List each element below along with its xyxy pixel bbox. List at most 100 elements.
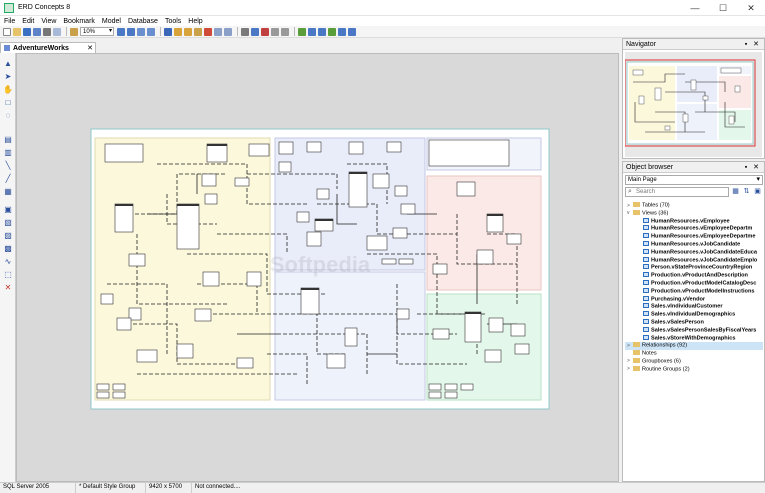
tree-view-item[interactable]: HumanResources.vEmployee	[625, 217, 763, 226]
open-icon[interactable]	[13, 27, 21, 36]
tree-view-item[interactable]: HumanResources.vEmployeeDepartme	[625, 233, 763, 241]
expand-icon[interactable]: >	[627, 358, 630, 365]
menu-file[interactable]: File	[4, 17, 16, 25]
search-input[interactable]: ⌕ Search	[625, 187, 729, 197]
tree-view-item[interactable]: HumanResources.vJobCandidate	[625, 240, 763, 249]
zoom-in-icon[interactable]	[117, 27, 125, 36]
tree-view-item[interactable]: Production.vProductModelInstructions	[625, 287, 763, 296]
tree-view-item[interactable]: Sales.vIndividualCustomer	[625, 303, 763, 311]
disconnect-icon[interactable]	[348, 27, 356, 36]
new-icon[interactable]	[3, 27, 11, 36]
snap-icon[interactable]	[224, 27, 232, 36]
filter-icon[interactable]: ▦	[732, 188, 739, 195]
zoom-out-icon[interactable]	[127, 27, 135, 36]
sql-icon[interactable]	[271, 27, 279, 36]
menu-edit[interactable]: Edit	[22, 17, 35, 25]
table-tool-icon[interactable]: ▤	[4, 135, 12, 144]
menu-tools[interactable]: Tools	[164, 17, 182, 25]
watermark-text: Softpedia	[270, 252, 371, 277]
script-icon[interactable]	[281, 27, 289, 36]
tab-close-icon[interactable]: ✕	[87, 45, 93, 52]
sort-icon[interactable]: ⇅	[743, 188, 750, 195]
lasso-tool-icon[interactable]: ◌	[5, 111, 11, 120]
connect-icon[interactable]	[338, 27, 346, 36]
navigator-controls[interactable]: ▪ ✕	[744, 41, 761, 48]
image-tool-icon[interactable]: ▩	[4, 244, 12, 253]
print-preview-icon[interactable]	[53, 27, 61, 36]
options-icon[interactable]: ▣	[754, 188, 761, 195]
collapse-icon[interactable]: v	[627, 210, 630, 217]
close-button[interactable]: ✕	[747, 2, 755, 13]
menu-view[interactable]: View	[41, 17, 57, 25]
navigator-viewport[interactable]	[624, 59, 756, 147]
tree-node-routine-groups[interactable]: >Routine Groups (2)	[627, 365, 690, 373]
expand-icon[interactable]: >	[627, 342, 630, 349]
note-tool-icon[interactable]: ▦	[4, 187, 12, 196]
tree-view-item[interactable]: HumanResources.vJobCandidateEmplo	[625, 256, 763, 265]
maximize-button[interactable]: ☐	[718, 2, 728, 13]
minimize-button[interactable]: —	[690, 3, 700, 13]
tree-view-item[interactable]: HumanResources.vEmployeeDepartm	[625, 225, 763, 233]
tree-node-groupboxes[interactable]: >Groupboxes (6)	[627, 357, 681, 365]
tree-view-item[interactable]: Sales.vSalesPerson	[625, 318, 763, 327]
report-icon[interactable]	[308, 27, 316, 36]
tree-node-relationships[interactable]: >Relationships (92)	[625, 342, 763, 351]
print-icon[interactable]	[43, 27, 51, 36]
menu-model[interactable]: Model	[101, 17, 121, 25]
menu-bookmark[interactable]: Bookmark	[63, 17, 95, 25]
zoom-fit-icon[interactable]	[137, 27, 145, 36]
save-all-icon[interactable]	[33, 27, 41, 36]
rectangle-tool-icon[interactable]: □	[5, 98, 11, 107]
line-tool-icon[interactable]: ∿	[4, 257, 12, 266]
routine-tool-icon[interactable]: ▧	[4, 218, 12, 227]
tree-view-item[interactable]: Sales.vStoreWithDemographics	[625, 334, 763, 343]
group-icon[interactable]	[184, 27, 192, 36]
hand-icon[interactable]	[70, 27, 78, 36]
grid-icon[interactable]	[214, 27, 222, 36]
export-icon[interactable]	[318, 27, 326, 36]
navigator-preview[interactable]	[624, 52, 762, 157]
document-tab[interactable]: AdventureWorks ✕	[0, 42, 96, 53]
tree-view-item[interactable]: Production.vProductModelCatalogDesc	[625, 279, 763, 288]
reverse-engineer-icon[interactable]	[251, 27, 259, 36]
validate-icon[interactable]	[298, 27, 306, 36]
menu-database[interactable]: Database	[127, 17, 158, 25]
tree-node-tables[interactable]: >Tables (70)	[627, 202, 670, 209]
refresh-icon[interactable]	[204, 27, 212, 36]
tree-view-item[interactable]: Sales.vIndividualDemographics	[625, 311, 763, 319]
tree-node-notes[interactable]: Notes	[625, 350, 763, 358]
tree-view-item[interactable]: Sales.vSalesPersonSalesByFiscalYears	[625, 326, 763, 335]
expand-icon[interactable]: >	[627, 202, 630, 209]
frame-tool-icon[interactable]: ⬚	[4, 270, 12, 279]
domain-tool-icon[interactable]: ▨	[4, 231, 12, 240]
compare-icon[interactable]	[261, 27, 269, 36]
save-icon[interactable]	[23, 27, 31, 36]
import-icon[interactable]	[328, 27, 336, 36]
view-tool-icon[interactable]: ▥	[4, 148, 12, 157]
hand-tool-icon[interactable]: ✋	[3, 85, 13, 94]
identifying-rel-tool-icon[interactable]: ╱	[5, 174, 11, 183]
pointer-tool-icon[interactable]: ➤	[4, 72, 12, 81]
pointer-icon[interactable]: ▲	[4, 59, 12, 68]
delete-tool-icon[interactable]: ✕	[4, 283, 12, 292]
relationship-tool-icon[interactable]: ╲	[5, 161, 11, 170]
tree-view-item[interactable]: Person.vStateProvinceCountryRegion	[625, 264, 763, 272]
zoom-select[interactable]: 10%	[80, 27, 114, 36]
object-browser-controls[interactable]: ▪ ✕	[744, 164, 761, 171]
scope-select[interactable]: Main Page	[625, 175, 763, 185]
zoom-actual-icon[interactable]	[147, 27, 155, 36]
arrange-icon[interactable]	[174, 27, 182, 36]
status-size: 9420 x 5700	[146, 482, 192, 493]
expand-icon[interactable]: >	[627, 366, 630, 373]
diagram-canvas[interactable]: Softpedia	[16, 53, 619, 482]
forward-engineer-icon[interactable]	[241, 27, 249, 36]
tree-view-item[interactable]: HumanResources.vJobCandidateEduca	[625, 248, 763, 257]
view-icon	[643, 272, 649, 278]
layout-icon[interactable]	[194, 27, 202, 36]
tree-view-item[interactable]: Purchasing.vVendor	[625, 295, 763, 304]
align-icon[interactable]	[164, 27, 172, 36]
groupbox-tool-icon[interactable]: ▣	[4, 205, 12, 214]
menu-help[interactable]: Help	[188, 17, 203, 25]
tree-view-item[interactable]: Production.vProductAndDescription	[625, 272, 763, 280]
